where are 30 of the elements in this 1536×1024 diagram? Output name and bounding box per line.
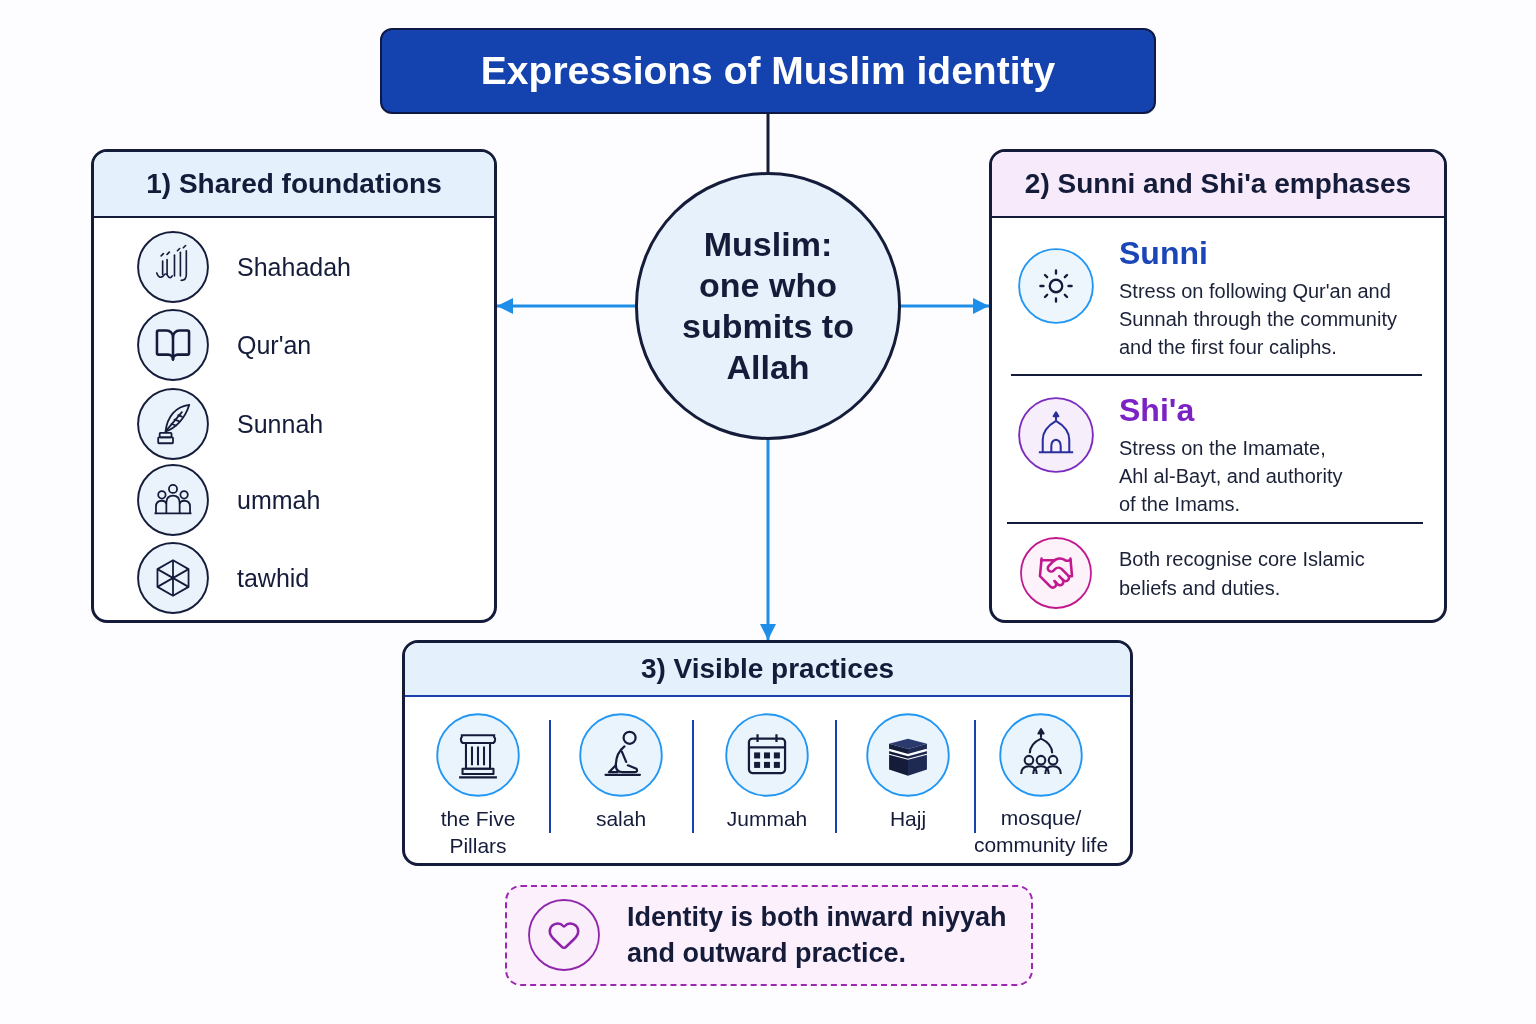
- practice-label: the Five Pillars: [439, 806, 517, 859]
- panel-heading: 3) Visible practices: [640, 652, 895, 686]
- title-banner: [380, 28, 1156, 114]
- arrow: [497, 298, 635, 314]
- section-heading: Shi'a: [1119, 391, 1196, 429]
- practice-label: Jummah: [725, 806, 809, 832]
- panel: [91, 149, 497, 623]
- item-label: Sunnah: [237, 409, 325, 439]
- practice-label: Hajj: [888, 806, 928, 832]
- note-box: [505, 885, 1033, 986]
- item-label: ummah: [237, 485, 322, 515]
- arrow: [760, 440, 776, 640]
- panel-heading: 1) Shared foundations: [146, 167, 442, 201]
- description-text: Stress on following Qur'an and Sunnah through the community and the first four caliphs.: [1119, 279, 1398, 360]
- panel: [989, 149, 1447, 623]
- item-label: Qur'an: [237, 330, 313, 360]
- practice-label: salah: [594, 806, 648, 832]
- panel: [402, 640, 1133, 866]
- arrow: [901, 298, 989, 314]
- note-text: Identity is both inward niyyah and outward practice.: [627, 901, 1008, 970]
- connector-line: [766, 114, 770, 172]
- item-label: tawhid: [237, 563, 311, 593]
- section-heading: Sunni: [1119, 234, 1209, 272]
- practice-label: mosque/ community life: [972, 805, 1110, 858]
- title-text: Expressions of Muslim identity: [480, 48, 1056, 94]
- description-text: Both recognise core Islamic beliefs and duties.: [1119, 547, 1366, 601]
- description-text: Stress on the Imamate, Ahl al-Bayt, and authority of the Imams.: [1119, 436, 1344, 517]
- circle-text: Muslim: one who submits to Allah: [681, 224, 855, 388]
- item-label: Shahadah: [237, 252, 352, 282]
- panel-heading: 2) Sunni and Shi'a emphases: [1024, 167, 1412, 201]
